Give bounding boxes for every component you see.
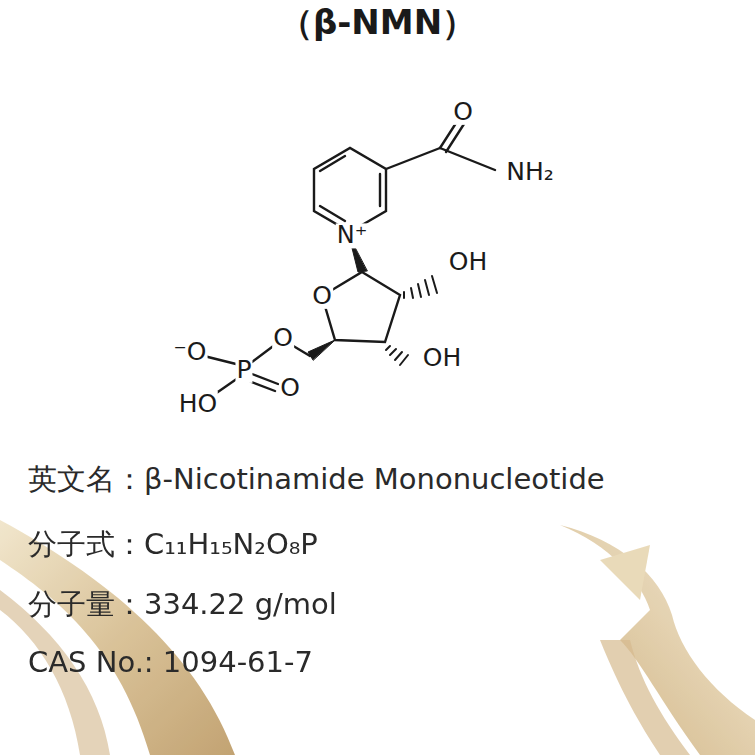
- ribbon-decoration: [0, 520, 755, 755]
- atom-label: OH: [448, 249, 488, 275]
- atom-label: O: [272, 325, 294, 351]
- atom-label: O: [279, 375, 301, 401]
- title: （β-NMN）: [0, 0, 755, 46]
- info-line: CAS No.: 1094-61-7: [28, 645, 313, 680]
- info-line: 分子式：C₁₁H₁₅N₂O₈P: [28, 527, 318, 562]
- atom-label: OH: [422, 345, 462, 371]
- info-line: 分子量：334.22 g/mol: [28, 587, 337, 622]
- atom-label: O: [452, 99, 474, 125]
- atom-label: ⁻O: [173, 339, 208, 365]
- atom-label: N⁺: [336, 223, 369, 248]
- atom-label: NH₂: [505, 159, 555, 185]
- atom-label: P: [235, 357, 252, 383]
- atom-label: O: [311, 283, 333, 309]
- nmn-structure: [204, 120, 495, 394]
- info-line: 英文名：β-Nicotinamide Mononucleotide: [28, 462, 605, 497]
- atom-label: HO: [178, 391, 218, 417]
